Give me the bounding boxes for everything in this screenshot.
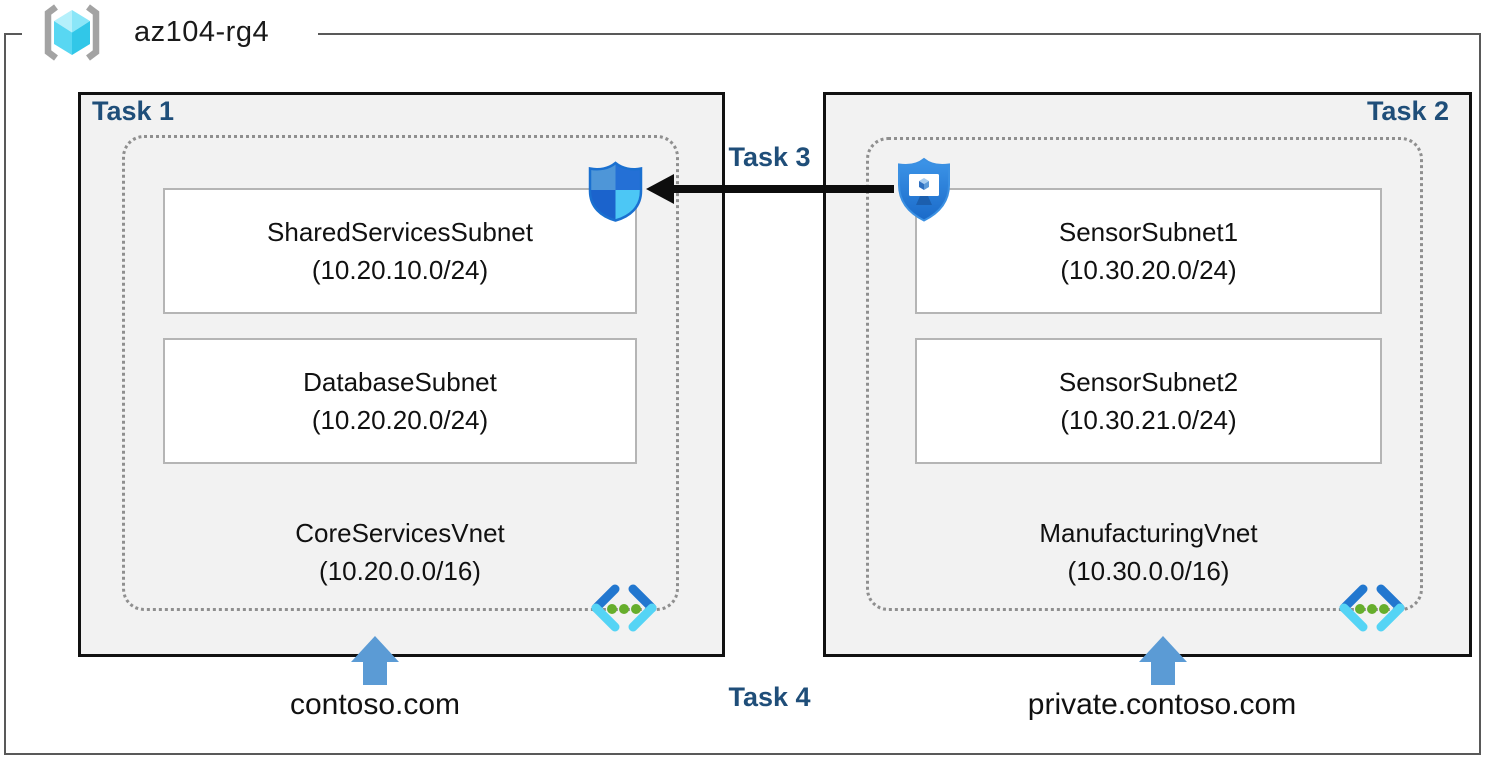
- task3-arrow-head: [646, 174, 674, 204]
- subnet-name: SensorSubnet1: [1058, 217, 1239, 247]
- vnet-name-text: CoreServicesVnet: [295, 518, 505, 548]
- core-services-vnet-label: CoreServicesVnet (10.20.0.0/16): [163, 514, 637, 590]
- manufacturing-vnet-boundary: [866, 137, 1423, 611]
- subnet-cidr: (10.20.10.0/24): [311, 255, 489, 285]
- task2-label: Task 2: [1366, 96, 1449, 126]
- network-security-group-icon: [588, 161, 643, 222]
- vnet-name-text: ManufacturingVnet: [1039, 518, 1258, 548]
- task3-arrow-stem: [672, 185, 894, 193]
- bastion-icon: [898, 157, 950, 222]
- resource-group-frame: [4, 33, 1481, 755]
- subnet-name: DatabaseSubnet: [303, 367, 497, 397]
- task3-label: Task 3: [728, 142, 811, 172]
- subnet-cidr: (10.20.20.0/24): [311, 405, 489, 435]
- subnet-name: SensorSubnet2: [1058, 367, 1239, 397]
- core-services-vnet-boundary: [122, 135, 679, 611]
- task4-label: Task 4: [728, 682, 811, 712]
- task1-label: Task 1: [92, 96, 175, 126]
- manufacturing-vnet-label: ManufacturingVnet (10.30.0.0/16): [915, 514, 1382, 590]
- vnet-cidr-text: (10.30.0.0/16): [1067, 556, 1230, 586]
- sensor-subnet-2: SensorSubnet2 (10.30.21.0/24): [915, 338, 1382, 464]
- virtual-network-icon: [591, 584, 657, 632]
- subnet-name: SharedServicesSubnet: [267, 217, 533, 247]
- resource-group-name: az104-rg4: [134, 16, 270, 48]
- vnet-cidr-text: (10.20.0.0/16): [319, 556, 481, 586]
- private-contoso-up-arrow-stem: [1151, 660, 1175, 685]
- shared-services-subnet: SharedServicesSubnet (10.20.10.0/24): [163, 188, 637, 314]
- database-subnet: DatabaseSubnet (10.20.20.0/24): [163, 338, 637, 464]
- frame-top-gap: [22, 29, 318, 39]
- contoso-dns-label: contoso.com: [289, 688, 461, 721]
- contoso-up-arrow-stem: [363, 660, 387, 685]
- private-contoso-dns-label: private.contoso.com: [1027, 688, 1297, 721]
- virtual-network-icon: [1339, 584, 1405, 632]
- subnet-cidr: (10.30.21.0/24): [1060, 405, 1237, 435]
- private-contoso-up-arrow: [1139, 636, 1187, 662]
- contoso-up-arrow: [351, 636, 399, 662]
- sensor-subnet-1: SensorSubnet1 (10.30.20.0/24): [915, 188, 1382, 314]
- subnet-cidr: (10.30.20.0/24): [1060, 255, 1237, 285]
- resource-group-icon: [44, 4, 100, 61]
